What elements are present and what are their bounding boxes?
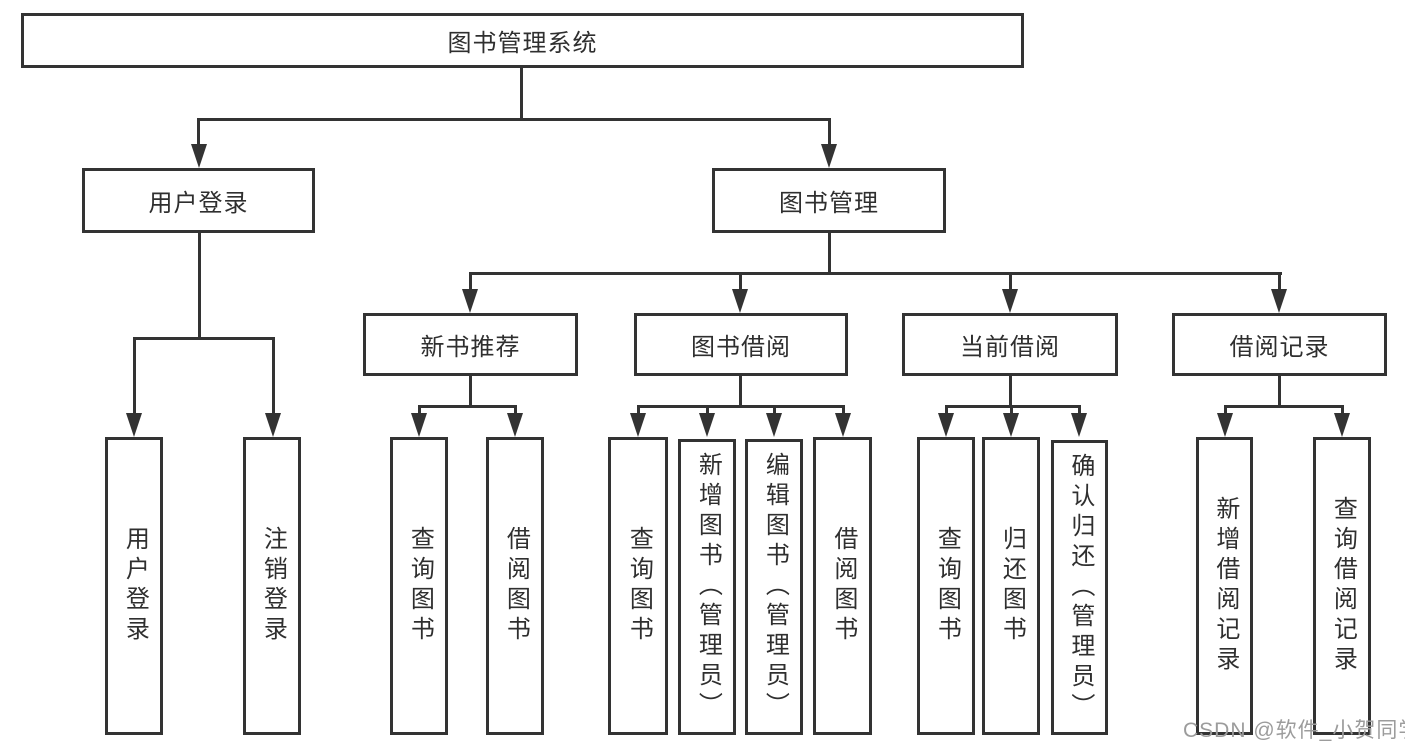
leaf-label: 查询图书	[625, 526, 653, 646]
connector-line	[520, 68, 523, 121]
connector-line	[1010, 405, 1013, 417]
connector-line	[197, 118, 200, 145]
node-borrow-records: 借阅记录	[1172, 313, 1387, 376]
connector-line	[469, 376, 472, 408]
leaf-borrow-books-1: 借阅图书	[486, 437, 544, 735]
leaf-label: 借阅图书	[829, 526, 857, 646]
arrowhead-icon	[191, 144, 207, 168]
leaf-query-borrow-record: 查询借阅记录	[1313, 437, 1371, 735]
leaf-label: 用户登录	[121, 526, 149, 646]
connector-line	[1009, 272, 1012, 292]
connector-line	[739, 272, 742, 292]
node-current-borrow: 当前借阅	[902, 313, 1118, 376]
connector-line	[739, 376, 742, 408]
node-label: 图书借阅	[691, 334, 791, 361]
arrowhead-icon	[821, 144, 837, 168]
connector-line	[1224, 405, 1227, 417]
csdn-watermark: CSDN @软件_小贺同学	[1183, 719, 1405, 742]
leaf-user-login: 用户登录	[105, 437, 163, 735]
arrowhead-icon	[1334, 413, 1350, 437]
connector-line	[828, 233, 831, 275]
leaf-query-books-2: 查询图书	[608, 437, 668, 735]
leaf-label: 归还图书	[998, 526, 1026, 646]
arrowhead-icon	[835, 413, 851, 437]
leaf-label: 查询借阅记录	[1329, 496, 1357, 676]
leaf-label: 新增借阅记录	[1211, 496, 1239, 676]
connector-line	[842, 405, 845, 417]
arrowhead-icon	[1071, 413, 1087, 437]
connector-line	[198, 118, 831, 121]
connector-line	[1078, 405, 1081, 417]
leaf-label: 编辑图书（管理员）	[761, 452, 789, 722]
connector-line	[828, 118, 831, 145]
node-user-login: 用户登录	[82, 168, 315, 233]
leaf-label: 查询图书	[406, 526, 434, 646]
connector-line	[198, 233, 201, 340]
connector-line	[418, 405, 421, 417]
arrowhead-icon	[265, 413, 281, 437]
node-root-label: 图书管理系统	[447, 30, 598, 57]
arrowhead-icon	[938, 413, 954, 437]
connector-line	[514, 405, 517, 417]
node-label: 用户登录	[148, 190, 249, 217]
node-book-management: 图书管理	[712, 168, 946, 233]
arrowhead-icon	[1217, 413, 1233, 437]
connector-line	[1009, 376, 1012, 408]
connector-line	[1341, 405, 1344, 417]
leaf-query-books-3: 查询图书	[917, 437, 975, 735]
node-book-borrow: 图书借阅	[634, 313, 848, 376]
connector-line	[945, 405, 948, 417]
arrowhead-icon	[1271, 289, 1287, 313]
leaf-label: 借阅图书	[502, 526, 530, 646]
arrowhead-icon	[699, 413, 715, 437]
connector-line	[1278, 272, 1281, 292]
node-root: 图书管理系统	[21, 13, 1024, 68]
arrowhead-icon	[462, 289, 478, 313]
leaf-logout: 注销登录	[243, 437, 301, 735]
node-label: 借阅记录	[1229, 334, 1330, 361]
leaf-label: 注销登录	[259, 526, 287, 646]
leaf-add-books-admin: 新增图书（管理员）	[678, 439, 736, 735]
connector-line	[133, 337, 274, 340]
connector-line	[945, 405, 1081, 408]
connector-line	[133, 337, 136, 414]
arrowhead-icon	[411, 413, 427, 437]
leaf-confirm-return-admin: 确认归还（管理员）	[1051, 440, 1108, 735]
leaf-edit-books-admin: 编辑图书（管理员）	[745, 439, 803, 735]
arrowhead-icon	[126, 413, 142, 437]
node-new-book-recommend: 新书推荐	[363, 313, 578, 376]
leaf-add-borrow-record: 新增借阅记录	[1196, 437, 1253, 735]
arrowhead-icon	[1002, 289, 1018, 313]
arrowhead-icon	[630, 413, 646, 437]
connector-line	[1224, 405, 1344, 408]
leaf-label: 新增图书（管理员）	[694, 452, 722, 722]
node-label: 当前借阅	[960, 334, 1060, 361]
node-label: 图书管理	[779, 190, 879, 217]
connector-line	[637, 405, 640, 417]
connector-line	[469, 272, 1282, 275]
connector-line	[637, 405, 845, 408]
leaf-borrow-books-2: 借阅图书	[813, 437, 872, 735]
leaf-label: 确认归还（管理员）	[1066, 452, 1094, 723]
leaf-label: 查询图书	[933, 526, 961, 646]
arrowhead-icon	[507, 413, 523, 437]
leaf-return-books: 归还图书	[982, 437, 1040, 735]
connector-line	[773, 405, 776, 417]
connector-line	[1278, 376, 1281, 408]
connector-line	[418, 405, 517, 408]
arrowhead-icon	[766, 413, 782, 437]
connector-line	[706, 405, 709, 417]
arrowhead-icon	[1003, 413, 1019, 437]
leaf-query-books-1: 查询图书	[390, 437, 448, 735]
connector-line	[469, 272, 472, 292]
connector-line	[272, 337, 275, 414]
arrowhead-icon	[732, 289, 748, 313]
node-label: 新书推荐	[420, 334, 521, 361]
